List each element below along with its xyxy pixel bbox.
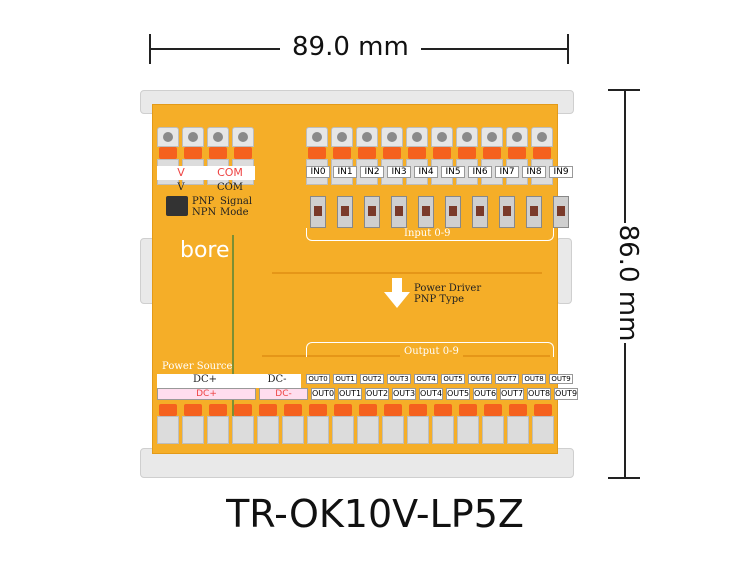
output-label: OUT0 <box>311 388 335 400</box>
input-led <box>553 196 569 228</box>
input-label: IN1 <box>333 166 357 178</box>
mode-switch[interactable] <box>166 196 188 216</box>
output-label: OUT4 <box>419 388 443 400</box>
output-label: OUT8 <box>527 388 551 400</box>
output-small-label: OUT5 <box>441 374 465 384</box>
output-label: OUT3 <box>392 388 416 400</box>
model-number: TR-OK10V-LP5Z <box>226 492 524 536</box>
input-label: IN4 <box>414 166 438 178</box>
driver-line1: Power Driver <box>414 283 482 294</box>
input-led <box>445 196 461 228</box>
input-label: IN3 <box>387 166 411 178</box>
input-led <box>337 196 353 228</box>
terminal-dc-plus[interactable] <box>182 404 204 444</box>
output-small-label: OUT1 <box>333 374 357 384</box>
output-small-label: OUT3 <box>387 374 411 384</box>
input-group-bracket <box>306 228 554 241</box>
width-dimension-tick-left <box>149 34 151 64</box>
dc-plus-label: DC+ <box>157 388 256 400</box>
pcb-trace <box>232 235 234 435</box>
dc-minus-small: DC- <box>267 374 287 385</box>
output-small-label: OUT2 <box>360 374 384 384</box>
output-label: OUT6 <box>473 388 497 400</box>
input-led <box>364 196 380 228</box>
input-label-strip: IN0 IN1 IN2 IN3 IN4 IN5 IN6 IN7 IN8 IN9 <box>306 166 573 178</box>
output-label: OUT2 <box>365 388 389 400</box>
power-label-strip: V COM <box>157 166 255 180</box>
input-label: IN8 <box>522 166 546 178</box>
terminal-in7[interactable] <box>481 127 503 185</box>
bottom-label-strip: DC+ DC- OUT0 OUT1 OUT2 OUT3 OUT4 OUT5 OU… <box>157 388 578 400</box>
input-led <box>526 196 542 228</box>
output-group-bracket <box>306 342 554 357</box>
bottom-terminal-block <box>157 404 554 444</box>
pcb-trace <box>272 272 542 274</box>
input-led <box>310 196 326 228</box>
pnp-label: PNP <box>192 196 215 207</box>
terminal-dc-plus[interactable] <box>232 404 254 444</box>
width-dimension-label: 89.0 mm <box>280 32 421 62</box>
output-label: OUT7 <box>500 388 524 400</box>
output-small-label-strip: OUT0 OUT1 OUT2 OUT3 OUT4 OUT5 OUT6 OUT7 … <box>306 374 573 384</box>
terminal-out0[interactable] <box>307 404 329 444</box>
height-dimension-tick-bottom <box>608 477 640 479</box>
output-label: OUT1 <box>338 388 362 400</box>
terminal-dc-minus[interactable] <box>282 404 304 444</box>
power-source-title: Power Source <box>162 361 233 372</box>
output-small-label: OUT9 <box>549 374 573 384</box>
output-small-label: OUT7 <box>495 374 519 384</box>
power-source-strip: DC+ DC- <box>157 374 301 388</box>
output-small-label: OUT6 <box>468 374 492 384</box>
terminal-dc-minus[interactable] <box>257 404 279 444</box>
npn-label: NPN <box>192 207 217 218</box>
brand-logo: bore <box>180 238 230 263</box>
power-small-labels: V COM <box>157 182 255 193</box>
input-led-row <box>310 196 569 228</box>
input-label: IN9 <box>549 166 573 178</box>
input-led <box>391 196 407 228</box>
driver-line2: PNP Type <box>414 294 465 305</box>
v-small-label: V <box>177 182 185 193</box>
terminal-dc-plus[interactable] <box>207 404 229 444</box>
input-terminal-block <box>306 127 553 185</box>
output-small-label: OUT8 <box>522 374 546 384</box>
terminal-out6[interactable] <box>457 404 479 444</box>
terminal-out7[interactable] <box>482 404 504 444</box>
input-group-label: Input 0-9 <box>400 228 455 239</box>
input-label: IN2 <box>360 166 384 178</box>
width-dimension-tick-right <box>567 34 569 64</box>
height-dimension-tick-top <box>608 89 640 91</box>
signal-label: Signal <box>220 196 253 207</box>
com-small-label: COM <box>216 182 244 193</box>
terminal-in1[interactable] <box>331 127 353 185</box>
terminal-out8[interactable] <box>507 404 529 444</box>
housing-side-right <box>556 238 572 304</box>
mode-label: Mode <box>220 207 249 218</box>
com-label: COM <box>217 166 243 179</box>
input-led <box>472 196 488 228</box>
height-dimension-label: 86.0 mm <box>613 223 643 343</box>
output-small-label: OUT0 <box>306 374 330 384</box>
input-label: IN6 <box>468 166 492 178</box>
input-led <box>418 196 434 228</box>
input-label: IN7 <box>495 166 519 178</box>
terminal-out3[interactable] <box>382 404 404 444</box>
dc-plus-small: DC+ <box>192 374 218 385</box>
output-group-label: Output 0-9 <box>400 346 463 357</box>
input-label: IN0 <box>306 166 330 178</box>
input-label: IN5 <box>441 166 465 178</box>
terminal-out4[interactable] <box>407 404 429 444</box>
output-label: OUT9 <box>554 388 578 400</box>
terminal-dc-plus[interactable] <box>157 404 179 444</box>
output-small-label: OUT4 <box>414 374 438 384</box>
v-label: V <box>177 166 185 179</box>
output-label: OUT5 <box>446 388 470 400</box>
terminal-out1[interactable] <box>332 404 354 444</box>
terminal-out2[interactable] <box>357 404 379 444</box>
terminal-out9[interactable] <box>532 404 554 444</box>
input-led <box>499 196 515 228</box>
terminal-out5[interactable] <box>432 404 454 444</box>
dc-minus-label: DC- <box>259 388 308 400</box>
